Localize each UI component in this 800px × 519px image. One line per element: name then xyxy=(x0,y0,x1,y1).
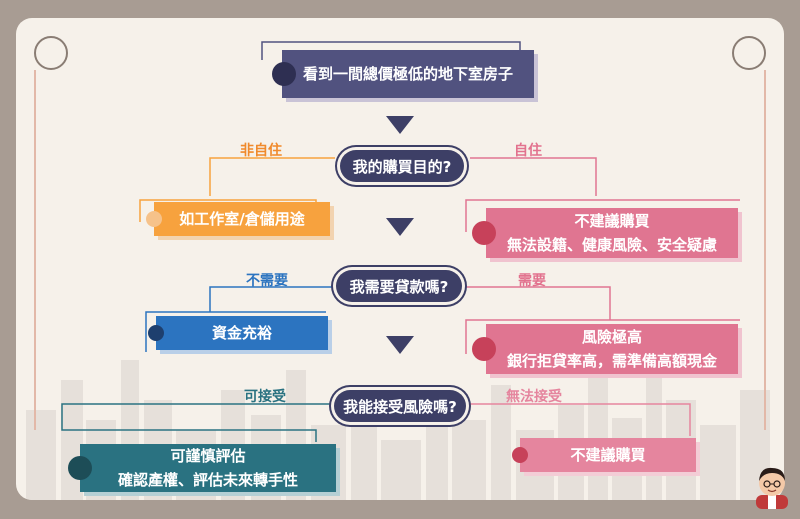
frame-line-left xyxy=(34,70,36,430)
not-recommended-title-1: 不建議購買 xyxy=(574,212,650,230)
connector xyxy=(465,319,740,354)
down-arrow xyxy=(386,218,414,236)
label-acceptable: 可接受 xyxy=(244,389,286,405)
bullet-dot xyxy=(472,221,496,245)
question-2: 我需要貸款嗎? xyxy=(336,270,462,302)
high-risk-title: 風險極高 xyxy=(581,328,642,346)
sufficient-funds-text: 資金充裕 xyxy=(211,324,272,342)
down-arrow xyxy=(386,116,414,134)
high-risk-detail: 銀行拒貸率高，需準備高額現金 xyxy=(506,352,717,370)
question-3: 我能接受風險嗎? xyxy=(334,390,466,422)
connector xyxy=(465,199,740,232)
decorative-ring xyxy=(732,36,766,70)
not-recommended-detail-1: 無法設籍、健康風險、安全疑慮 xyxy=(506,236,717,254)
start-box: 看到一間總價極低的地下室房子 xyxy=(272,50,534,98)
connector xyxy=(470,157,597,196)
connector xyxy=(462,286,611,320)
evaluate-carefully-title: 可謹慎評估 xyxy=(170,447,246,465)
connector xyxy=(61,403,335,442)
connector xyxy=(470,403,691,436)
label-self-use: 自住 xyxy=(514,143,542,159)
not-recommended-text-2: 不建議購買 xyxy=(570,446,646,464)
not-recommended-box-1: 不建議購買 無法設籍、健康風險、安全疑慮 xyxy=(472,208,738,258)
connector xyxy=(209,286,335,312)
high-risk-box: 風險極高 銀行拒貸率高，需準備高額現金 xyxy=(472,324,738,374)
bullet-dot xyxy=(272,62,296,86)
decorative-ring xyxy=(34,36,68,70)
label-need-loan: 需要 xyxy=(518,273,546,289)
bullet-dot xyxy=(472,337,496,361)
question-3-text: 我能接受風險嗎? xyxy=(343,397,457,416)
bullet-dot xyxy=(68,456,92,480)
bullet-dot xyxy=(148,325,164,341)
connector xyxy=(145,311,326,352)
studio-storage-text: 如工作室/倉儲用途 xyxy=(179,210,305,228)
start-text: 看到一間總價極低的地下室房子 xyxy=(302,65,513,83)
question-1-text: 我的購買目的? xyxy=(352,157,452,176)
avatar-illustration xyxy=(756,467,788,509)
question-1: 我的購買目的? xyxy=(340,150,464,182)
evaluate-carefully-detail: 確認產權、評估未來轉手性 xyxy=(117,471,298,489)
studio-storage-box: 如工作室/倉儲用途 xyxy=(146,202,330,236)
label-no-loan: 不需要 xyxy=(246,273,288,289)
label-unacceptable: 無法接受 xyxy=(506,389,562,405)
bullet-dot xyxy=(146,211,162,227)
sufficient-funds-box: 資金充裕 xyxy=(148,316,328,350)
question-2-text: 我需要貸款嗎? xyxy=(349,277,449,296)
connector xyxy=(209,157,335,196)
frame-line-right xyxy=(764,70,766,430)
bullet-dot xyxy=(512,447,528,463)
evaluate-carefully-box: 可謹慎評估 確認產權、評估未來轉手性 xyxy=(68,444,336,492)
label-not-self-use: 非自住 xyxy=(240,143,282,159)
down-arrow xyxy=(386,336,414,354)
not-recommended-box-2: 不建議購買 xyxy=(512,438,696,472)
